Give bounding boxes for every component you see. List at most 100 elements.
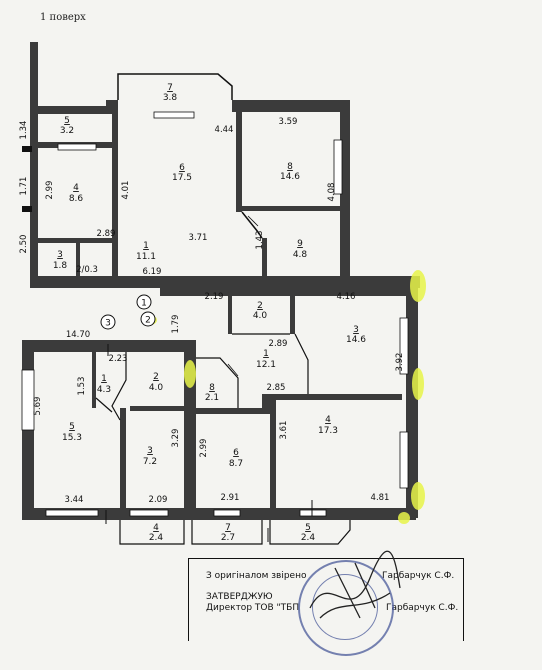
dimension-label: 4.16 — [337, 292, 356, 302]
dimension-label: 1.43 — [255, 231, 265, 250]
room-number: 3 — [353, 325, 359, 335]
dimension-label: 2.89 — [269, 339, 288, 349]
wall-stub — [22, 146, 32, 152]
door-swing — [241, 211, 263, 239]
room-number: 7 — [167, 83, 173, 93]
dimension-labels: 1.34 1.71 2.50 2.99 4.01 4.44 3.59 4.08 … — [19, 117, 405, 505]
window — [57, 143, 97, 151]
floor-label: 1 поверх — [40, 12, 86, 23]
dimension-label: 1.53 — [77, 377, 87, 396]
small-area-label: 2/0.3 — [76, 265, 98, 275]
room-number: 4 — [153, 523, 159, 533]
dimension-label: 3.59 — [279, 117, 298, 127]
window — [21, 369, 35, 431]
dimension-label: 2.99 — [45, 181, 55, 200]
room-number: 7 — [225, 523, 231, 533]
room-area: 4.0 — [253, 311, 268, 321]
window — [213, 509, 241, 517]
room-area: 2.1 — [205, 393, 219, 403]
wall-stub — [22, 206, 32, 212]
door-mark — [247, 215, 259, 227]
highlighter-marks — [143, 270, 426, 524]
room-number: 5 — [64, 116, 70, 126]
dimension-label: 2.91 — [221, 493, 240, 503]
room-area: 3.2 — [60, 126, 74, 136]
handwritten-signature — [309, 550, 401, 619]
room-number: 6 — [179, 163, 185, 173]
room-number: 4 — [325, 415, 331, 425]
signatory-name: Гарбарчук С.Ф. — [386, 603, 459, 613]
room-number: 5 — [305, 523, 311, 533]
dimension-label: 3.29 — [171, 429, 181, 448]
room-number: 5 — [69, 422, 75, 432]
room-area: 11.1 — [136, 252, 156, 262]
dimension-label: 4.44 — [215, 125, 234, 135]
room-area: 3.8 — [163, 93, 178, 103]
balcony-outline — [119, 520, 185, 545]
left-unit-walls — [22, 340, 194, 520]
upper-unit-walls — [30, 42, 420, 288]
room-area: 15.3 — [62, 433, 82, 443]
dimension-label: 1.71 — [19, 177, 29, 196]
room-number: 9 — [297, 239, 303, 249]
marker-circles: 1 2 3 — [100, 294, 156, 330]
window — [299, 509, 327, 517]
dimension-label: 2.19 — [205, 292, 224, 302]
window — [153, 111, 195, 119]
room-area: 7.2 — [143, 457, 157, 467]
dimension-label: 3.44 — [65, 495, 84, 505]
room-number: 3 — [57, 250, 63, 260]
room-area: 2.7 — [221, 533, 235, 543]
room-number: 2 — [153, 372, 159, 382]
dimension-label: 5.69 — [33, 397, 43, 416]
window — [333, 139, 343, 195]
room-area: 8.7 — [229, 459, 243, 469]
room-number: 4 — [73, 183, 79, 193]
marker-3: 3 — [105, 319, 111, 329]
room-area: 14.6 — [346, 335, 366, 345]
dimension-label: 3.61 — [279, 421, 289, 440]
room-area: 12.1 — [256, 360, 276, 370]
corridor-wall — [111, 352, 127, 421]
dimension-label: 2.85 — [267, 383, 286, 393]
partition — [95, 397, 113, 413]
window — [399, 317, 409, 375]
marker-1: 1 — [141, 299, 147, 309]
dimension-label: 2.99 — [199, 439, 209, 458]
room-number: 3 — [147, 446, 153, 456]
room-area: 4.8 — [293, 250, 308, 260]
dimension-label: 1.34 — [19, 121, 29, 140]
dimension-label: 6.19 — [143, 267, 162, 277]
room-area: 1.8 — [53, 261, 68, 271]
room-number: 8 — [287, 162, 293, 172]
room-number: 1 — [143, 241, 149, 251]
room-number: 1 — [263, 349, 269, 359]
dimension-label: 3.71 — [189, 233, 208, 243]
company-seal — [298, 560, 394, 656]
room-labels: 5 3.2 7 3.8 6 17.5 8 14.6 4 8.6 3 1.8 1 … — [53, 83, 366, 543]
door-mark — [227, 363, 239, 377]
certification-box — [188, 558, 464, 641]
dimension-label: 2.09 — [149, 495, 168, 505]
room-number: 8 — [209, 383, 215, 393]
window — [399, 431, 409, 489]
seal-inner-ring — [312, 574, 378, 640]
dimension-label: 4.08 — [327, 183, 337, 202]
balcony-outline — [191, 520, 263, 545]
corridor-wall — [196, 357, 239, 408]
signatory-name: Гарбарчук С.Ф. — [382, 571, 455, 581]
dimension-label: 4.01 — [121, 181, 131, 200]
room-area: 14.6 — [280, 172, 300, 182]
dimension-label: 1.79 — [171, 315, 181, 334]
right-unit-walls — [160, 286, 418, 520]
room-area: 4.3 — [97, 385, 111, 395]
dimension-label: 2.89 — [97, 229, 116, 239]
dimension-label: 3.92 — [395, 353, 405, 372]
room-number: 1 — [101, 374, 107, 384]
marker-2: 2 — [145, 316, 151, 326]
window — [129, 509, 169, 517]
partition — [294, 333, 309, 394]
room-number: 6 — [233, 448, 239, 458]
